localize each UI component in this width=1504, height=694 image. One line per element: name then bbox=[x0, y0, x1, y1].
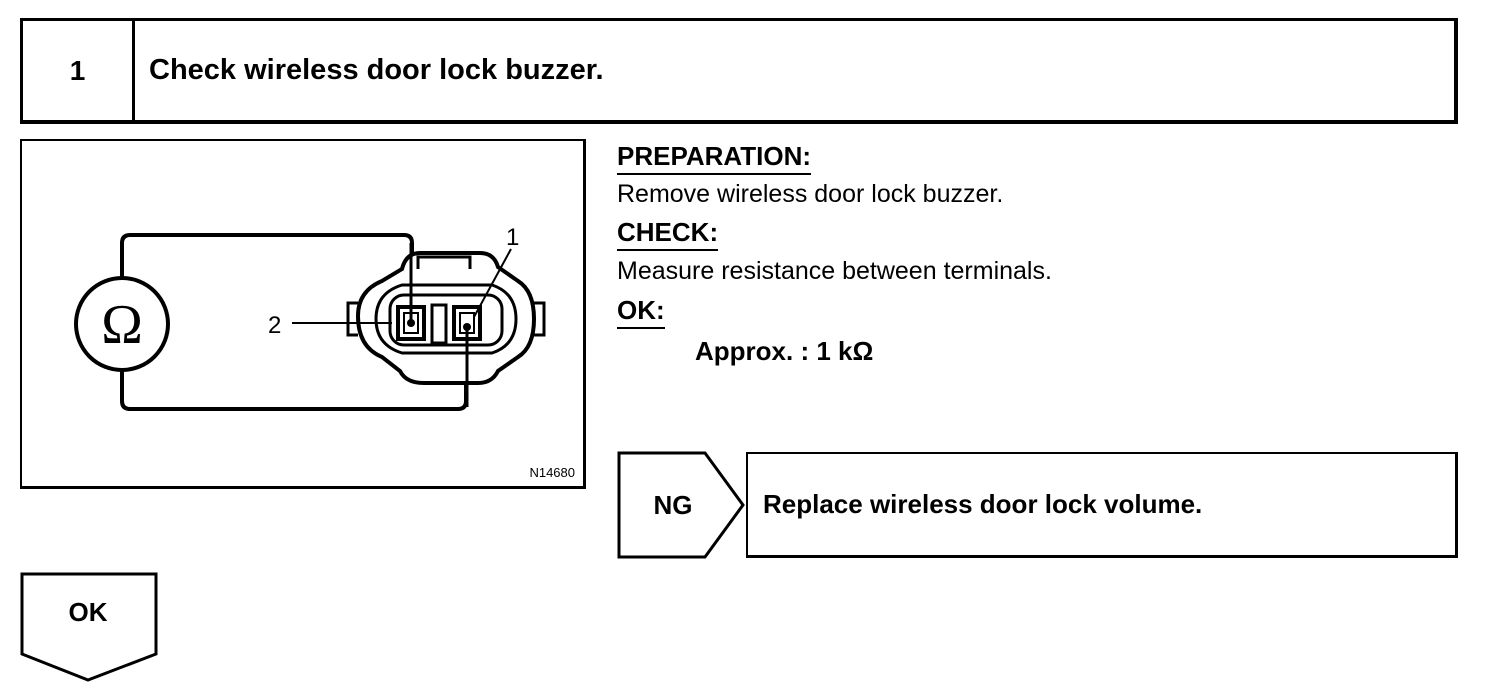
connector-inner-ring bbox=[374, 283, 518, 355]
ng-action-text: Replace wireless door lock volume. bbox=[763, 489, 1203, 519]
ok-spec-heading: OK: bbox=[617, 295, 665, 329]
ng-label: NG bbox=[653, 489, 693, 520]
ohm-symbol: Ω bbox=[101, 294, 143, 356]
connector-divider bbox=[430, 303, 448, 345]
ok-spec-value: Approx. : 1 kΩ bbox=[695, 336, 874, 366]
terminal-2-label: 2 bbox=[268, 312, 281, 339]
leader-terminal-1 bbox=[473, 248, 512, 318]
connector-tab-right bbox=[534, 301, 546, 337]
terminal-1-label: 1 bbox=[506, 224, 519, 251]
ng-action-box: Replace wireless door lock volume. bbox=[746, 452, 1458, 558]
figure-code: N14680 bbox=[529, 465, 575, 480]
ohmmeter-connector-diagram: Ω 2 1 bbox=[74, 224, 546, 411]
connector-cavity bbox=[388, 293, 504, 347]
preparation-text: Remove wireless door lock buzzer. bbox=[617, 180, 1004, 208]
connector-tab-left bbox=[346, 301, 358, 337]
step-title: Check wireless door lock buzzer. bbox=[149, 54, 604, 86]
connector-key bbox=[416, 255, 472, 269]
check-heading: CHECK: bbox=[617, 217, 719, 251]
ok-label: OK bbox=[68, 596, 108, 627]
check-text: Measure resistance between terminals. bbox=[617, 257, 1052, 285]
wire-top bbox=[120, 233, 414, 311]
step-number: 1 bbox=[23, 21, 135, 120]
preparation-heading: PREPARATION: bbox=[617, 141, 812, 175]
wiring-illustration: Ω 2 1 N14680 bbox=[20, 139, 586, 489]
ok-arrow-shape bbox=[20, 572, 158, 682]
ohmmeter-icon bbox=[74, 276, 170, 372]
step-header: 1 Check wireless door lock buzzer. bbox=[20, 18, 1458, 124]
ng-arrow-shape bbox=[617, 451, 745, 559]
